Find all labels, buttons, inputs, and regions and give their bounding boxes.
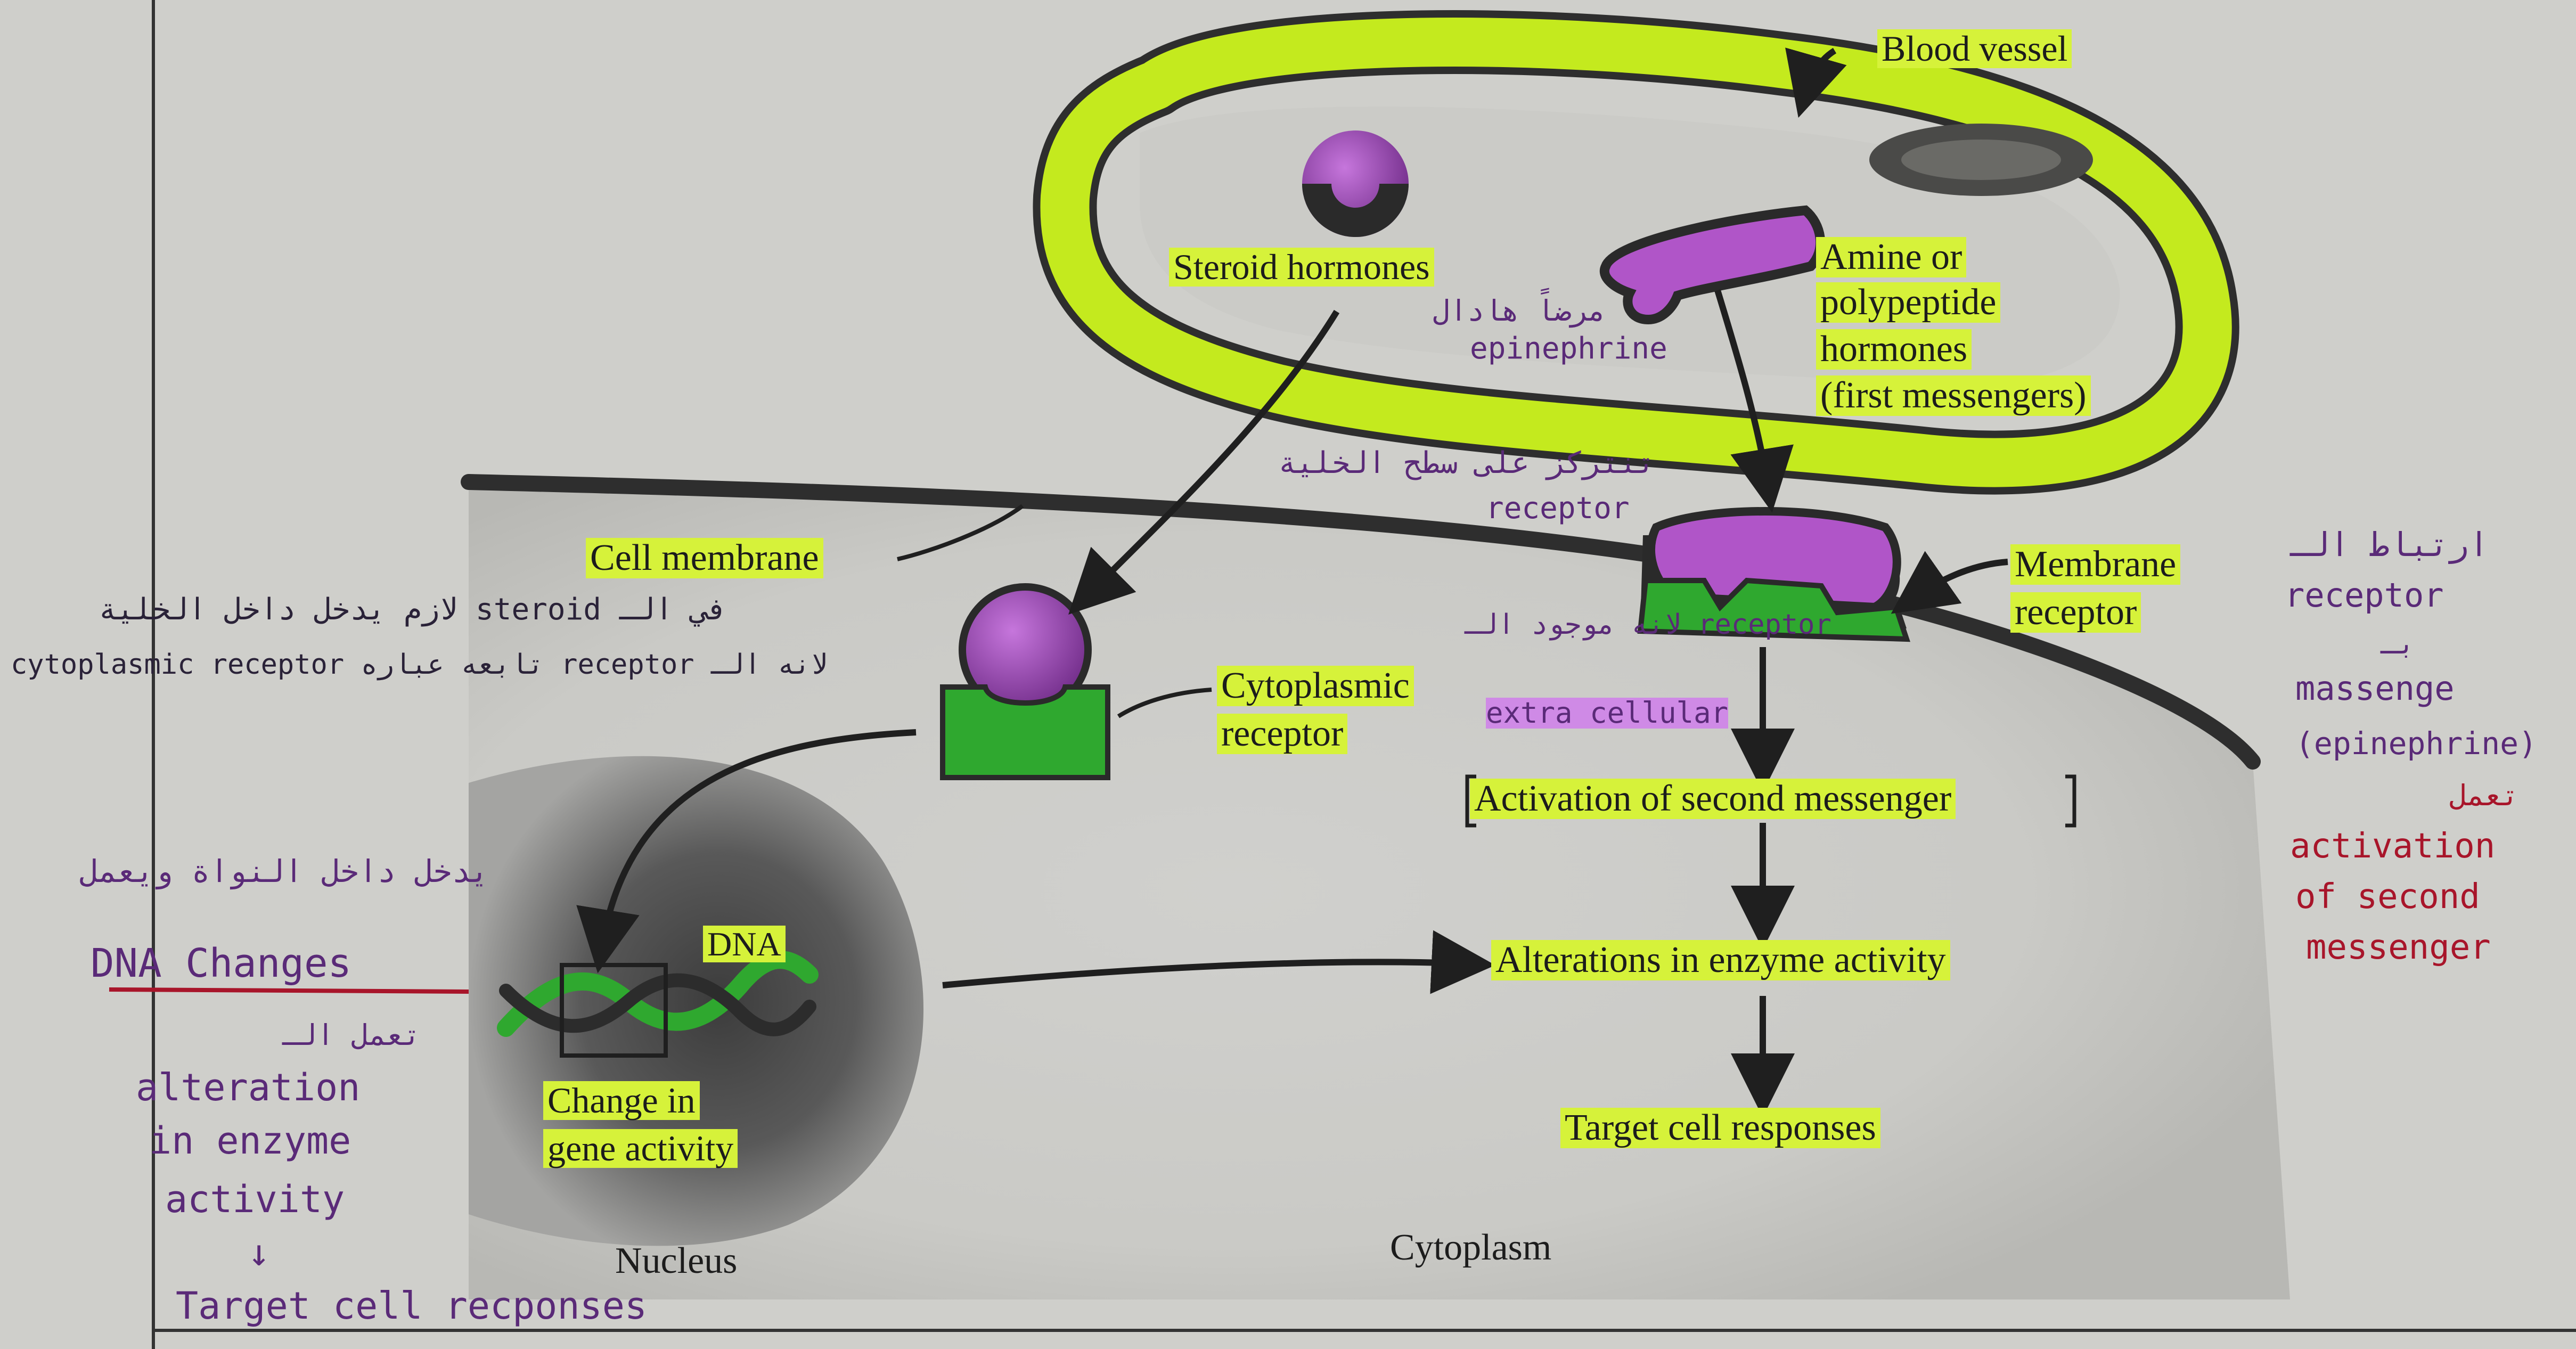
note-steroid-line-1: في الـ steroid لازم يدخل داخل الخلية (99, 594, 727, 626)
steroid-hormones-label: Steroid hormones (1169, 248, 1434, 287)
amine-label-line-4: (first messengers) (1816, 375, 2091, 416)
note-right-3: بـ (2381, 628, 2415, 659)
membrane-receptor-label-1: Membrane (2010, 544, 2180, 585)
note-left-line-2: alteration (136, 1068, 360, 1108)
note-left-line-1: تعمل الـ (282, 1020, 421, 1051)
note-right-7: activation (2290, 828, 2495, 865)
dna-label: DNA (703, 926, 786, 962)
cytoplasm-label: Cytoplasm (1390, 1228, 1551, 1268)
note-surface-receptor: receptor (1486, 493, 1630, 525)
nucleus-label: Nucleus (615, 1241, 737, 1281)
amine-label-line-2: polypeptide (1816, 282, 2000, 323)
cytoplasmic-receptor-label-1: Cytoplasmic (1217, 666, 1414, 706)
cell-membrane-label: Cell membrane (586, 538, 823, 578)
note-steroid-line-2: لانه الـ receptor تابعه عباره cytoplasmi… (11, 650, 828, 680)
note-right-8: of second (2295, 879, 2480, 915)
amine-label-line-1: Amine or (1816, 237, 1966, 277)
note-extra-line-1: لانه موجود الـ receptor (1465, 610, 1831, 640)
note-left-target: Target cell recponses (176, 1286, 647, 1327)
note-left-dna-changes: DNA Changes (91, 943, 351, 985)
note-left-line-3: in enzyme (149, 1121, 351, 1162)
note-epinephrine-arabic: مرضاً هادال (1433, 296, 1606, 326)
note-left-arrow: ↓ (248, 1233, 270, 1273)
note-right-2: receptor (2285, 578, 2444, 614)
target-cell-label: Target cell responses (1560, 1108, 1880, 1148)
note-right-6: تعمل (2450, 780, 2519, 811)
membrane-receptor-label-2: receptor (2010, 592, 2141, 633)
change-gene-label-2: gene activity (543, 1129, 738, 1168)
amine-label-line-3: hormones (1816, 329, 1972, 370)
activation-label: Activation of second messenger (1470, 779, 1956, 819)
note-epinephrine: epinephrine (1470, 333, 1667, 365)
handwritten-underline (109, 990, 469, 992)
note-right-4: massenge (2295, 671, 2455, 707)
note-right-9: messenger (2306, 929, 2491, 966)
note-right-1: ارتباط الـ (2290, 527, 2489, 563)
cytoplasmic-receptor-label-2: receptor (1217, 714, 1347, 754)
change-gene-label-1: Change in (543, 1081, 700, 1120)
alterations-label: Alterations in enzyme activity (1491, 940, 1950, 980)
note-right-5: (epinephrine) (2295, 727, 2537, 761)
note-left-line-4: activity (165, 1180, 345, 1220)
steroid-hormone (1302, 130, 1409, 237)
blood-vessel-label: Blood vessel (1877, 29, 2072, 68)
note-extra-line-2: extra cellular (1486, 698, 1728, 729)
note-left-arabic: يدخل داخل النواة ويعمل (80, 855, 489, 888)
note-surface-arabic: تنتركز على سطح الخلية (1278, 447, 1655, 479)
